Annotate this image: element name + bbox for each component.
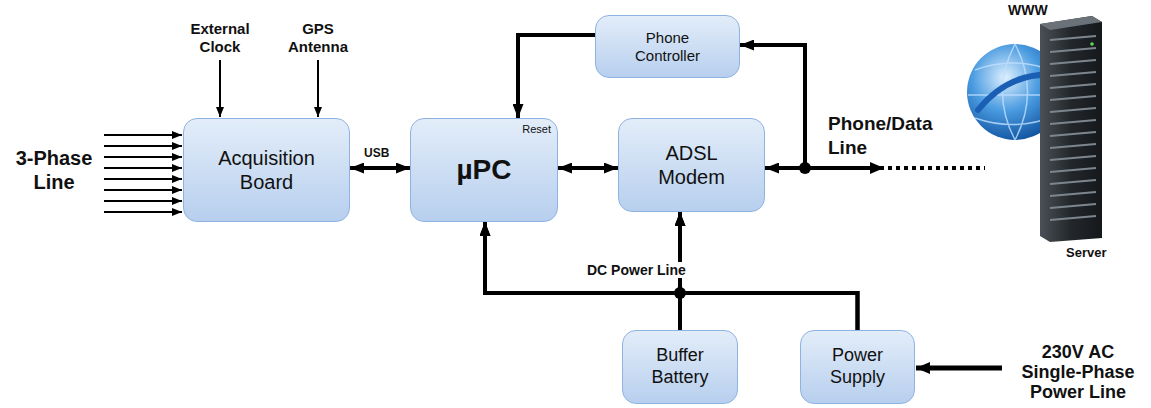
board-box: Acquisition Board [183, 118, 350, 222]
input-label: External Clock [183, 20, 257, 56]
box-text: µPC [456, 153, 511, 187]
server-label: Server [1066, 245, 1126, 261]
box-text: Buffer Battery [640, 345, 720, 388]
box-text: Acquisition Board [207, 146, 327, 194]
edge-label: USB [362, 146, 391, 160]
box-text: ADSL Modem [647, 141, 737, 189]
modem-box: ADSL Modem [618, 118, 765, 212]
connector [350, 166, 410, 170]
power-supply-box: Power Supply [800, 330, 915, 404]
battery-box: Buffer Battery [622, 330, 738, 404]
connector [518, 35, 595, 118]
connector [558, 166, 618, 170]
edge-label: DC Power Line [585, 262, 688, 278]
box-text: Power Supply [818, 345, 898, 388]
connector [680, 212, 858, 330]
power-input-label: 230V AC Single-Phase Power Line [1013, 342, 1143, 402]
box-text: Phone Controller [628, 29, 708, 65]
input-label: 3-Phase Line [8, 146, 100, 194]
www-label: WWW [1008, 2, 1068, 19]
line-label: Phone/Data Line [828, 112, 946, 160]
controller-box: Phone Controller [595, 15, 740, 78]
computer-box: µPC Reset [410, 118, 558, 222]
server-illustration [967, 16, 1102, 242]
reset-pin-label: Reset [522, 123, 551, 136]
input-label: GPS Antenna [281, 20, 355, 56]
connector [485, 222, 858, 330]
